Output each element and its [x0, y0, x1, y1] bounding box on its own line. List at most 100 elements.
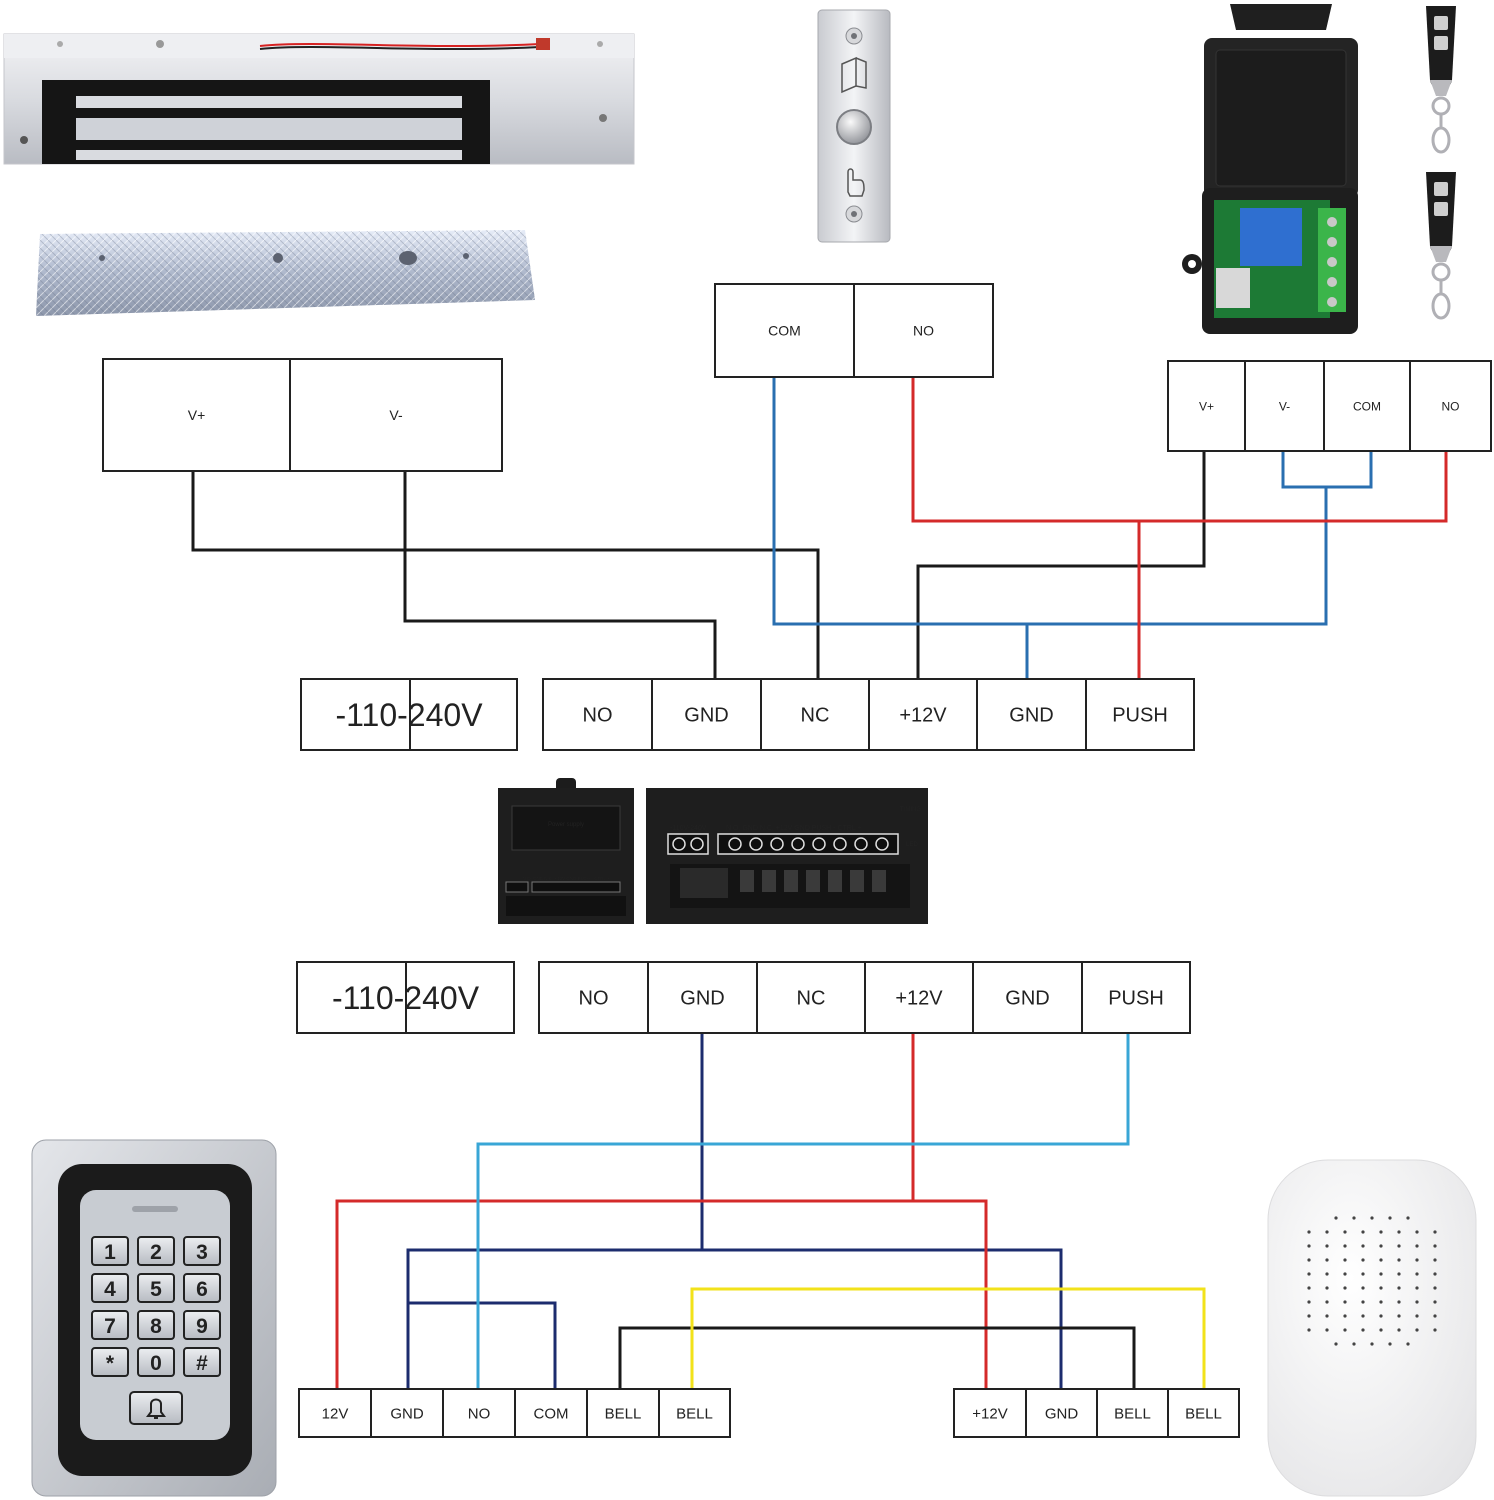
receiver-cell: [1323, 360, 1411, 452]
bottom-outputs-label: GND: [680, 988, 724, 1010]
doorbell-label: BELL: [1185, 1405, 1222, 1422]
bottom-ac-input-label: -110-240V: [332, 980, 480, 1016]
keypad-label: NO: [468, 1405, 491, 1422]
keypad-key: 1: [91, 1236, 129, 1266]
maglock-terminals: V+ V-: [102, 358, 503, 472]
bottom-outputs-label: PUSH: [1108, 988, 1164, 1010]
keypad-key: *: [91, 1347, 129, 1377]
wire-push-to-keypad-no: [476, 1033, 1130, 1389]
wire-keypad-gnd-com: [408, 1301, 557, 1389]
remote-fob-2-image: [1426, 172, 1456, 320]
maglock-label: V+: [188, 407, 206, 423]
keypad-key: 7: [91, 1310, 129, 1340]
top-outputs-cell: [1085, 678, 1195, 751]
top-ac-input-label: -110-240V: [335, 697, 483, 733]
bottom-ac-input-cell: [405, 961, 515, 1034]
power-supply-small-image: Power supply N.O. GND N.C. +12V GND PUSH…: [498, 778, 634, 924]
exit-button-cell: [714, 283, 855, 378]
receiver-terminals: V+ V- COM NO: [1167, 360, 1492, 452]
top-ac-input-cell: [300, 678, 411, 751]
top-outputs-label: GND: [684, 705, 728, 727]
keypad-key-label: 0: [150, 1352, 162, 1375]
exit-button-cell: [853, 283, 994, 378]
keypad-key-label: 3: [196, 1241, 208, 1264]
keypad-cell: [442, 1388, 516, 1438]
keypad-key: 9: [183, 1310, 221, 1340]
receiver-label: NO: [1442, 399, 1460, 413]
wire-12v-bus: [335, 1199, 988, 1389]
bottom-outputs-label: NC: [797, 988, 826, 1010]
wires: [191, 377, 1448, 1389]
doorbell-terminals: +12V GND BELL BELL: [953, 1388, 1240, 1438]
receiver-label: COM: [1353, 399, 1381, 413]
wire-receiver-vminus-com-link: [1281, 451, 1373, 489]
bell-icon: [146, 1398, 166, 1419]
remote-receiver-image: [1182, 4, 1358, 334]
receiver-cell: [1167, 360, 1246, 452]
top-outputs-cell: [976, 678, 1087, 751]
magnetic-lock-image: [3, 33, 635, 165]
receiver-cell: [1409, 360, 1492, 452]
exit-button-label: COM: [768, 323, 801, 339]
wire-receiver-gnd-bus: [1027, 487, 1328, 626]
psu-large-led-label: LED: [906, 842, 918, 848]
keypad-label: BELL: [676, 1405, 713, 1422]
keypad-cell: [658, 1388, 731, 1438]
keypad-key: 3: [183, 1236, 221, 1266]
doorbell-cell: [1096, 1388, 1169, 1438]
keypad-key-label: #: [196, 1352, 208, 1375]
doorbell-label: GND: [1045, 1405, 1079, 1422]
remote-fob-1-image: [1426, 6, 1456, 154]
bottom-outputs-cell: [756, 961, 866, 1034]
keypad-key: #: [183, 1347, 221, 1377]
keypad-cell: [370, 1388, 444, 1438]
keypad-key-label: 7: [104, 1315, 116, 1338]
wire-bell-yellow: [690, 1287, 1206, 1389]
exit-button-image: [817, 9, 891, 243]
top-outputs-label: NC: [801, 705, 830, 727]
keypad-bell-key: [129, 1391, 183, 1425]
keypad-label: COM: [534, 1405, 569, 1422]
keypad-key-label: 1: [104, 1241, 116, 1264]
top-ac-input-terminals: -110-240V: [300, 678, 518, 751]
top-outputs-cell: [760, 678, 870, 751]
top-outputs-label: NO: [583, 705, 613, 727]
keypad-label: BELL: [605, 1405, 642, 1422]
wire-bell-black: [618, 1326, 1136, 1389]
wire-gnd-bus: [406, 1248, 1063, 1389]
bottom-ac-input-cell: [296, 961, 407, 1034]
receiver-cell: [1244, 360, 1325, 452]
exit-button-label: NO: [913, 323, 934, 339]
top-outputs-cell: [868, 678, 978, 751]
keypad-key: 5: [137, 1273, 175, 1303]
doorbell-image: [1267, 1159, 1477, 1497]
bottom-outputs-cell: [647, 961, 758, 1034]
armature-plate-image: [36, 230, 535, 316]
doorbell-label: BELL: [1114, 1405, 1151, 1422]
keypad-key-label: 8: [150, 1315, 162, 1338]
bottom-outputs-cell: [1081, 961, 1191, 1034]
psu-small-title: Power supply: [548, 822, 584, 828]
keypad-key-label: *: [106, 1352, 115, 1375]
exit-button-terminals: COM NO: [714, 283, 994, 378]
psu-large-terminal-labels: N.O. GND N.C. +12V GND PUSH - CTRL +: [726, 825, 862, 832]
doorbell-label: +12V: [972, 1405, 1007, 1422]
doorbell-cell: [953, 1388, 1027, 1438]
keypad-key-label: 2: [150, 1241, 162, 1264]
terminal-blocks: V+ V- COM NO V+ V- COM NO -110-240V NO GND NC +12V GN…: [102, 283, 1492, 1438]
keypad-key: 2: [137, 1236, 175, 1266]
top-ac-input-cell: [409, 678, 518, 751]
keypad-key: 4: [91, 1273, 129, 1303]
receiver-label: V-: [1279, 399, 1290, 413]
receiver-label: V+: [1199, 399, 1214, 413]
keypad-label: 12V: [322, 1405, 349, 1422]
doorbell-cell: [1167, 1388, 1240, 1438]
maglock-label: V-: [389, 407, 403, 423]
power-supply-large-image: -110V-240V N.O. GND N.C. +12V GND PUSH -…: [646, 788, 928, 924]
keypad-key: 8: [137, 1310, 175, 1340]
top-outputs-label: PUSH: [1112, 705, 1168, 727]
